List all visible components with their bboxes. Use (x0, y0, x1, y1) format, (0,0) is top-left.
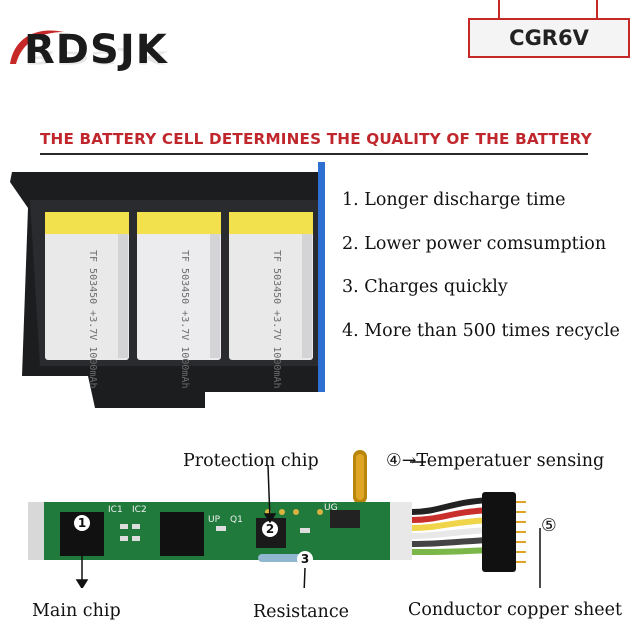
logo-swoosh-icon (10, 30, 64, 64)
callout-main-chip: Main chip (32, 601, 121, 621)
marker-conductor: ⑤ (541, 516, 557, 536)
chip-label-ug: UG (324, 503, 338, 513)
battery-cell-group (45, 212, 313, 360)
model-code: CGR6V (468, 18, 630, 58)
callout-conductor-copper-sheet: Conductor copper sheet (408, 600, 622, 620)
callout-resistance: Resistance (253, 602, 349, 622)
cell-label-2: TF 503450 +3.7V 1000mAh (179, 250, 190, 388)
callout-temperature-text: Temperatuer sensing (416, 451, 605, 471)
model-tag: CGR6V (468, 0, 630, 58)
marker-temperature: ④ (386, 451, 402, 471)
marker-resistance: 3 (301, 552, 309, 566)
protection-board-image: IC1 IC2 UP Q1 UG 1 2 3 (28, 450, 541, 588)
marker-main-chip: 1 (78, 516, 86, 530)
feature-item: 4. More than 500 times recycle (342, 320, 620, 341)
tag-rail-left (498, 0, 500, 18)
brand-logo: RDSJK RDSJK (6, 24, 176, 90)
feature-item: 2. Lower power comsumption (342, 233, 607, 254)
tag-rail-right (596, 0, 598, 18)
cell-label-1: TF 503450 +3.7V 1000mAh (87, 250, 98, 388)
cell-label-3: TF 503450 +3.7V 1000mAh (271, 250, 282, 388)
callout-protection-chip: Protection chip (183, 451, 319, 471)
chip-label-ic1: IC1 (108, 505, 123, 515)
chip-label-q1: Q1 (230, 515, 243, 525)
feature-list: 1. Longer discharge time 2. Lower power … (342, 190, 638, 364)
chip-label-up: UP (208, 515, 221, 525)
callout-temperature-sensing: ④→Temperatuer sensing (386, 451, 605, 471)
marker-protection-chip: 2 (266, 522, 274, 536)
battery-cells-image: TF 503450 +3.7V 1000mAh TF 503450 +3.7V … (10, 162, 325, 408)
headline: THE BATTERY CELL DETERMINES THE QUALITY … (40, 130, 592, 148)
logo-text: RDSJK (24, 27, 168, 73)
logo-reflection: RDSJK (24, 46, 168, 68)
feature-item: 1. Longer discharge time (342, 190, 566, 210)
headline-divider (40, 153, 588, 155)
feature-item: 3. Charges quickly (342, 277, 508, 297)
chip-label-ic2: IC2 (132, 505, 147, 515)
